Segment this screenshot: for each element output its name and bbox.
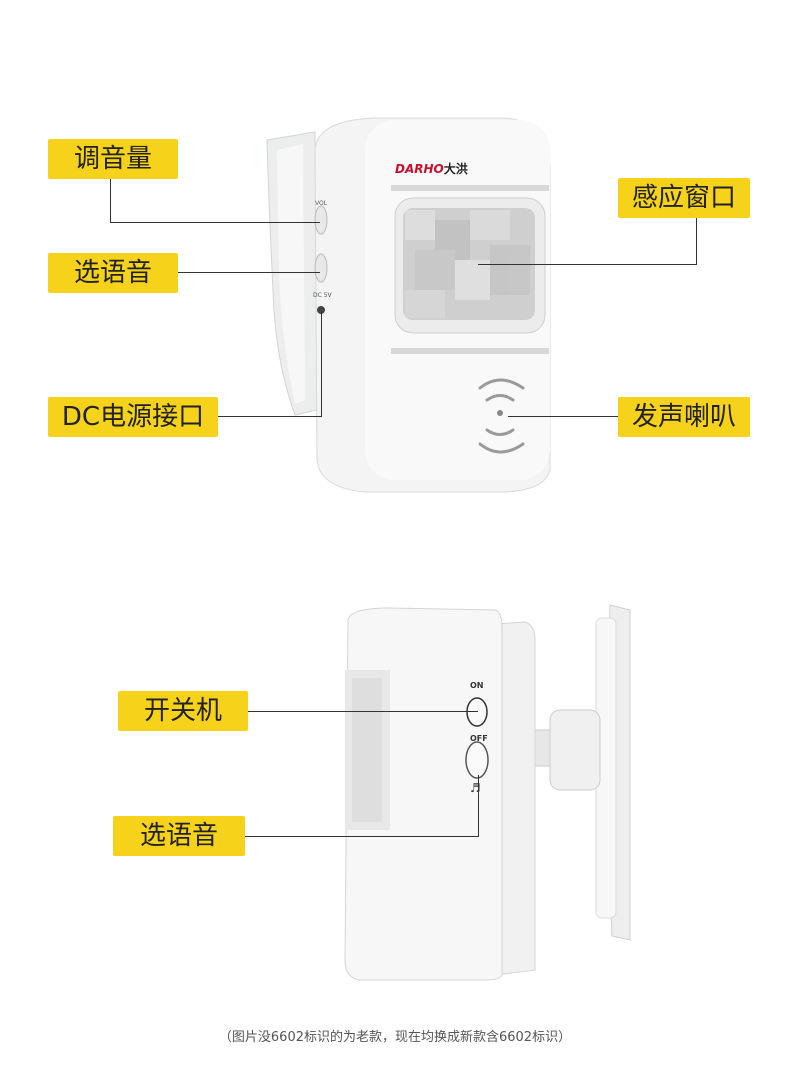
speaker-leader — [508, 416, 618, 417]
volume-leader-h — [110, 222, 320, 223]
sensor-leader-v — [696, 218, 697, 265]
off-marking: OFF — [470, 734, 488, 743]
volume-leader-v — [110, 178, 111, 222]
power-leader — [248, 711, 478, 712]
on-marking: ON — [470, 681, 484, 690]
label-sensor-window: 感应窗口 — [618, 178, 750, 218]
label-dc-port: DC电源接口 — [48, 397, 218, 437]
label-select-sound-bottom: 选语音 — [113, 816, 245, 856]
label-select-sound: 选语音 — [48, 253, 178, 293]
label-speaker: 发声喇叭 — [618, 397, 750, 437]
label-power: 开关机 — [118, 691, 248, 731]
side-view-device: ♬ — [344, 604, 631, 981]
dc-leader-v — [321, 312, 322, 417]
brand-name: DARHO — [395, 162, 444, 176]
svg-text:♬: ♬ — [470, 781, 481, 795]
brand-name-cn: 大洪 — [443, 162, 468, 176]
select-sound-bottom-leader-h — [245, 836, 479, 837]
select-sound-leader — [178, 272, 320, 273]
device-brand-logo: DARHO大洪 — [395, 160, 468, 177]
dc-marking: DC 5V — [313, 292, 332, 299]
front-view-device — [266, 117, 551, 493]
vol-marking: VOL — [315, 200, 328, 207]
label-volume: 调音量 — [48, 139, 178, 179]
dc-leader-h — [217, 416, 322, 417]
footnote-caption: （图片没6602标识的为老款，现在均换成新款含6602标识） — [218, 1030, 572, 1045]
sensor-leader-h — [478, 264, 696, 265]
select-sound-bottom-leader-v — [478, 775, 479, 837]
